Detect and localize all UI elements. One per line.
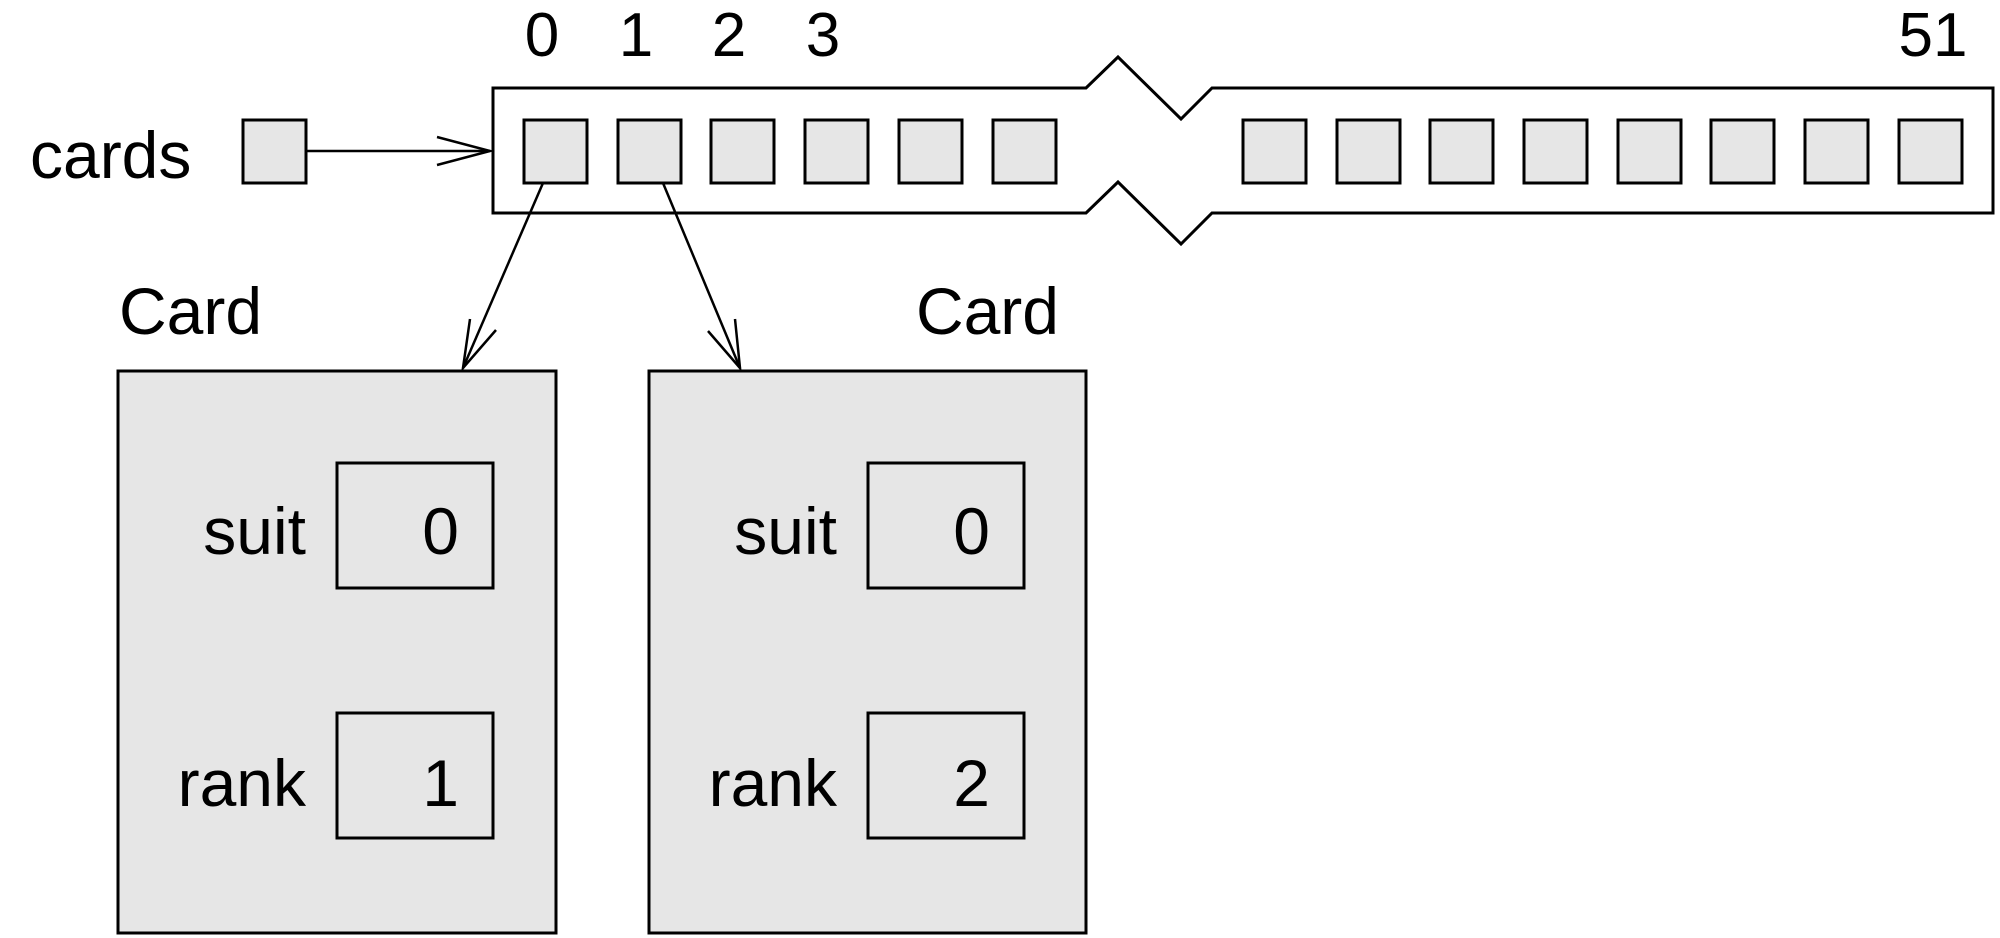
- array-index-2: 2: [712, 1, 746, 70]
- array-cell: [1241, 118, 1308, 185]
- array-cell: [616, 118, 683, 185]
- array-cell: [709, 118, 776, 185]
- variable-reference-box: [241, 118, 308, 185]
- array-index-3: 3: [806, 1, 840, 70]
- field-value-suit: 0: [953, 494, 990, 568]
- array-index-0: 0: [525, 1, 559, 70]
- array-cell: [1803, 118, 1870, 185]
- array-cell: [1522, 118, 1589, 185]
- card-type-label: Card: [119, 274, 262, 348]
- field-value-box: [335, 711, 495, 840]
- field-value-box: [335, 461, 495, 590]
- array-cell: [1709, 118, 1776, 185]
- field-value-box: [866, 461, 1026, 590]
- reference-arrow-cards: [306, 135, 495, 167]
- card-object: [647, 369, 1088, 935]
- array-cell: [1897, 118, 1964, 185]
- array-cell: [1335, 118, 1402, 185]
- field-name-rank: rank: [178, 746, 307, 820]
- variable-name: cards: [30, 118, 191, 192]
- reference-arrow-card-1: [661, 182, 742, 372]
- field-name-suit: suit: [203, 494, 306, 568]
- array-cell: [1428, 118, 1495, 185]
- array-index-1: 1: [619, 1, 653, 70]
- card-type-label: Card: [916, 274, 1059, 348]
- field-value-suit: 0: [422, 494, 459, 568]
- array-cell: [897, 118, 964, 185]
- field-name-suit: suit: [734, 494, 837, 568]
- array-cell: [991, 118, 1058, 185]
- field-value-rank: 2: [953, 746, 990, 820]
- field-name-rank: rank: [709, 746, 838, 820]
- reference-arrow-card-0: [461, 182, 545, 373]
- array-cell: [1616, 118, 1683, 185]
- array-index-51: 51: [1899, 1, 1968, 70]
- field-value-box: [866, 711, 1026, 840]
- field-value-rank: 1: [422, 746, 459, 820]
- array-cell: [803, 118, 870, 185]
- card-object: [116, 369, 558, 935]
- array-cell: [522, 118, 589, 185]
